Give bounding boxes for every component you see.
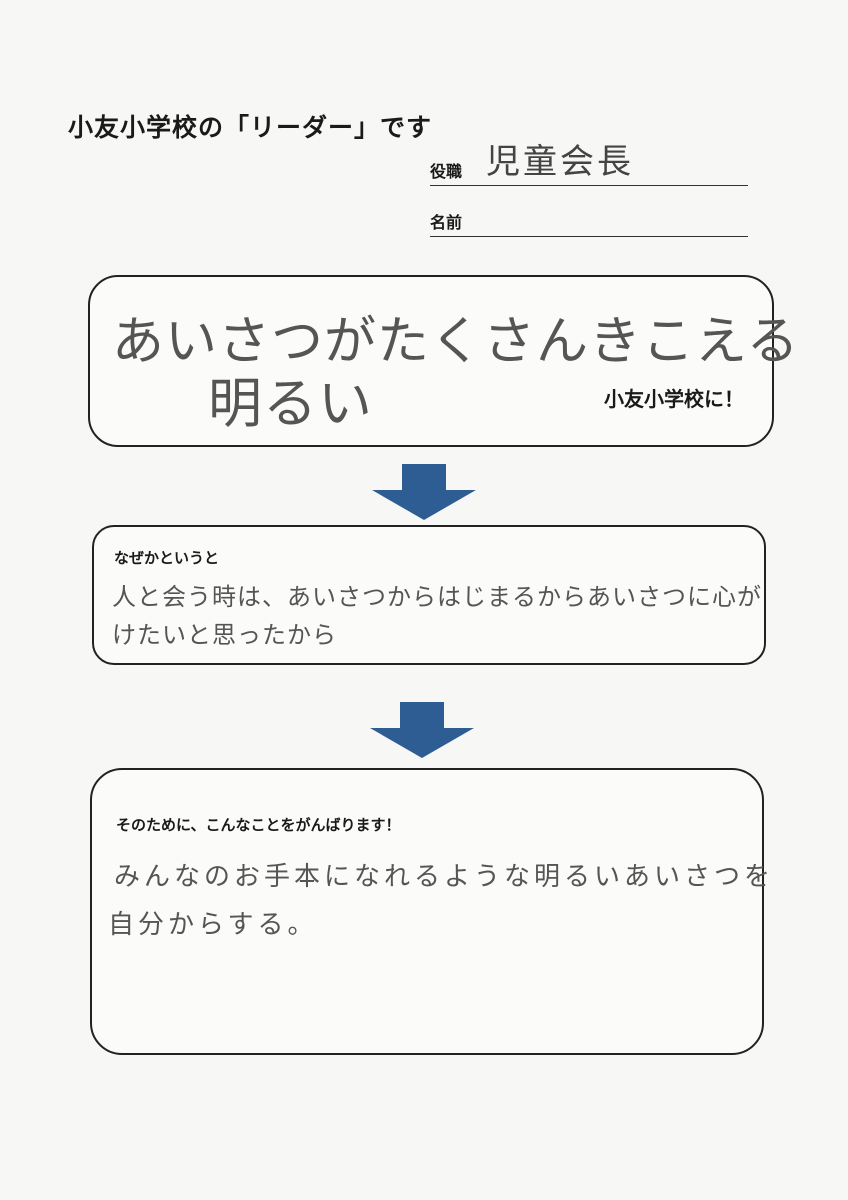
action-text-line1: みんなのお手本になれるような明るいあいさつを: [114, 862, 775, 892]
name-label: 名前: [430, 213, 463, 232]
down-arrow-icon: [372, 464, 476, 520]
reason-text-line2: けたいと思ったから: [112, 621, 337, 649]
role-field: 役職 児童会長: [430, 142, 748, 186]
role-value: 児童会長: [486, 142, 634, 182]
reason-heading: なぜかというと: [114, 549, 220, 567]
action-text-line2: 自分からする。: [108, 910, 318, 940]
page-title: 小友小学校の「リーダー」です: [68, 113, 433, 142]
down-arrow-shape: [372, 464, 476, 520]
role-label: 役職: [430, 162, 463, 181]
action-heading: そのために、こんなことをがんばります！: [116, 816, 401, 834]
goal-box: あいさつがたくさんきこえる 明るい 小友小学校に！: [88, 275, 798, 447]
down-arrow-shape: [370, 702, 474, 758]
action-box: そのために、こんなことをがんばります！ みんなのお手本になれるような明るいあいさ…: [90, 768, 770, 1055]
reason-text-line1: 人と会う時は、あいさつからはじまるからあいさつに心が: [112, 583, 762, 611]
goal-text-line1: あいさつがたくさんきこえる: [112, 312, 800, 372]
goal-text-line2: 明るい: [208, 372, 373, 435]
goal-suffix: 小友小学校に！: [604, 387, 744, 411]
down-arrow-icon: [370, 702, 474, 758]
name-field: 名前: [430, 196, 748, 237]
reason-box: なぜかというと 人と会う時は、あいさつからはじまるからあいさつに心が けたいと思…: [92, 525, 766, 665]
